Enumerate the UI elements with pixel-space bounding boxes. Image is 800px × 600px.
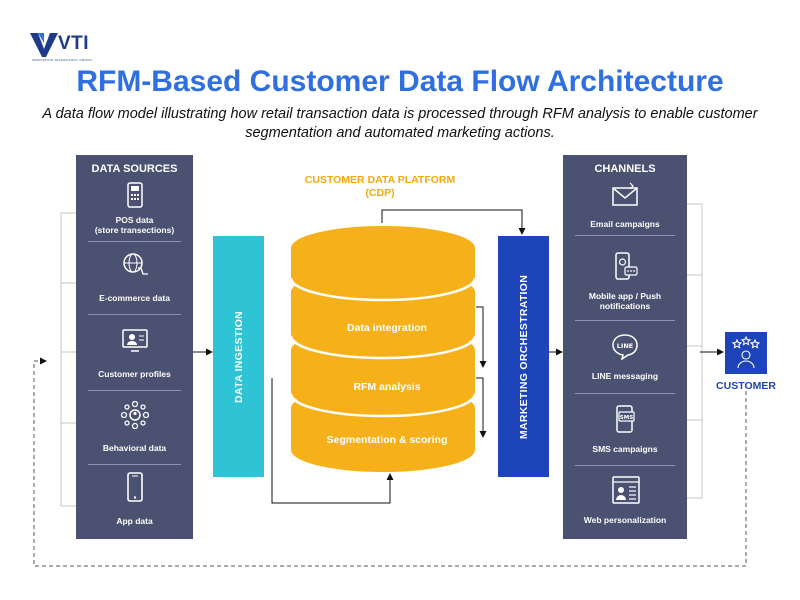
channels-title: CHANNELS [594, 163, 656, 175]
source-app: App data [76, 472, 193, 532]
channel-label: LINE messaging [591, 371, 659, 381]
customer-stars-icon [731, 335, 761, 369]
marketing-orchestration-label: MARKETING ORCHESTRATION [517, 274, 530, 439]
data-sources-panel: DATA SOURCES POS data (store transection… [76, 155, 193, 539]
arrow-cdp-to-orchestration [381, 209, 526, 235]
vti-logo-icon [30, 33, 58, 57]
cdp-layer-data-integration: Data integration [347, 322, 427, 334]
line-chat-icon: LINE [612, 334, 638, 360]
source-label: App data [116, 516, 153, 526]
cdp-title: CUSTOMER DATA PLATFORM (CDP) [304, 174, 456, 199]
svg-text:LINE: LINE [617, 342, 633, 350]
source-pos: POS data (store transections) [76, 181, 193, 239]
channel-email: Email campaigns [563, 181, 687, 237]
arrow-ingestion-to-cdp [271, 378, 394, 504]
source-behavioral: Behavioral data [76, 401, 193, 461]
customer-label: CUSTOMER [716, 380, 776, 392]
channel-label: Web personalization [583, 515, 667, 525]
brand-name: VTI [58, 33, 90, 54]
source-ecommerce: E-commerce data [76, 250, 193, 310]
source-label: E-commerce data [99, 293, 170, 303]
data-sources-title: DATA SOURCES [91, 163, 178, 175]
profile-monitor-icon [121, 329, 148, 352]
channel-sms: SMS SMS campaigns [563, 404, 687, 464]
source-label: Customer profiles [98, 369, 171, 379]
source-label: POS data (store transections) [94, 215, 175, 235]
channels-panel: CHANNELS Email campaigns Mobile app / Pu… [563, 155, 687, 539]
cdp-database [289, 226, 477, 472]
channel-label: SMS campaigns [592, 444, 658, 454]
sms-icon: SMS [616, 405, 635, 433]
channel-label: Email campaigns [590, 219, 660, 229]
web-user-icon [612, 476, 640, 504]
brand-tagline: INNOVATION TECHNOLOGY GROUP [32, 58, 92, 62]
page-title: RFM-Based Customer Data Flow Architectur… [76, 65, 724, 98]
cdp-layer-segmentation: Segmentation & scoring [326, 434, 448, 446]
cdp-layer-rfm-analysis: RFM analysis [353, 381, 421, 393]
customer-box [725, 332, 767, 374]
pos-terminal-icon [126, 182, 143, 208]
channel-label: Mobile app / Push notifications [588, 291, 662, 311]
email-icon [612, 182, 638, 206]
svg-text:SMS: SMS [620, 415, 633, 421]
network-user-icon [120, 401, 149, 429]
marketing-orchestration-block: MARKETING ORCHESTRATION [498, 236, 549, 477]
channel-line: LINE LINE messaging [563, 332, 687, 392]
globe-cart-icon [122, 253, 148, 275]
page-subtitle: A data flow model illustrating how retai… [42, 106, 758, 141]
data-ingestion-label: DATA INGESTION [232, 310, 245, 403]
channel-mobile-push: Mobile app / Push notifications [563, 251, 687, 315]
channel-web: Web personalization [563, 475, 687, 535]
source-profiles: Customer profiles [76, 327, 193, 387]
smartphone-icon [126, 472, 143, 502]
feedback-loop-arrow [33, 357, 747, 567]
data-ingestion-block: DATA INGESTION [213, 236, 264, 477]
mobile-push-icon [615, 252, 638, 280]
source-label: Behavioral data [102, 443, 167, 453]
